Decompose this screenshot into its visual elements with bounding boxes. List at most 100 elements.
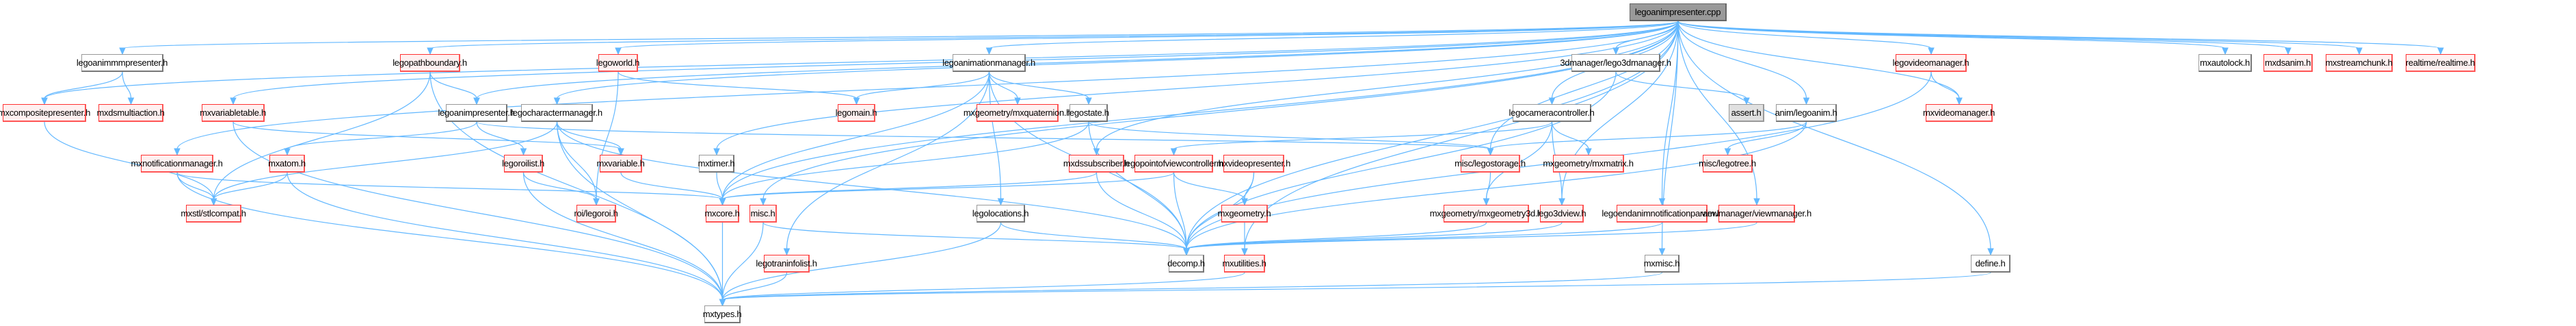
edge-arrowhead [210,198,217,206]
edge-legotraninfolist-to-mxtypes [721,272,788,301]
graph-node-mxtimer[interactable]: mxtimer.h [698,155,735,173]
edge-arrowhead [2222,47,2229,55]
edge-legolocations-to-decomp [1000,222,1187,250]
graph-node-legoanimpresenter-h[interactable]: legoanimpresenter.h [438,104,515,122]
edge-arrowhead [719,299,726,307]
edge-arrowhead [1956,97,1963,105]
graph-node-mxvideomanager[interactable]: mxvideomanager.h [1923,104,1995,122]
edge-legoanimationmanager-to-legotraninfolist [786,71,990,250]
graph-node-mxautolock[interactable]: mxautolock.h [2199,54,2252,72]
graph-node-legocharactermanager[interactable]: legocharactermanager.h [511,104,602,122]
graph-node-mxquaternion[interactable]: mxgeometry/mxquaternion.h [964,104,1071,122]
edge-arrowhead [1928,47,1935,55]
graph-node-legoroi[interactable]: roi/legoroi.h [574,205,618,223]
edge-legoroilist-to-mxtypes [522,172,723,301]
graph-node-legocameracontroller[interactable]: legocameracontroller.h [1509,104,1595,122]
edge-legovideomanager-to-mxvideomanager [1930,71,1960,99]
graph-node-mxutilities[interactable]: mxutilities.h [1223,255,1266,273]
edge-arrowhead [553,97,561,105]
edge-arrowhead [1170,148,1178,156]
edge-mxvariabletable-to-mxvariable [233,121,622,150]
graph-node-decomp[interactable]: decomp.h [1167,255,1205,273]
graph-node-mxcompositepresenter[interactable]: mxcompositepresenter.h [0,104,90,122]
graph-node-legoanimmmpresenter[interactable]: legoanimmmpresenter.h [77,54,168,72]
edge-root-to-mxnotificationmanager [176,21,1679,150]
graph-node-legotree[interactable]: misc/legotree.h [1699,155,1756,173]
edge-legoanimpresenter_h-to-mxatom [287,121,477,150]
edge-legopointofviewcontroller-to-mxcore [721,172,1175,200]
edge-legopointofviewcontroller-to-mxgeometry [1173,172,1245,200]
edge-legoanimationmanager-to-mxcore [721,71,990,200]
graph-node-legomain[interactable]: legomain.h [836,104,877,122]
edge-legoanimationmanager-to-legolocations [988,71,1002,200]
graph-node-stlcompat[interactable]: mxstl/stlcompat.h [181,205,246,223]
edge-arrowhead [427,47,434,55]
edge-arrowhead [284,148,291,156]
graph-node-realtime[interactable]: realtime/realtime.h [2406,54,2475,72]
graph-node-mxvariabletable[interactable]: mxvariabletable.h [200,104,266,122]
graph-node-mxatom[interactable]: mxatom.h [268,155,306,173]
graph-node-legoendanimnotificationparam[interactable]: legoendanimnotificationparam.h [1602,205,1722,223]
edge-arrowhead [2437,47,2444,55]
edge-legocharactermanager-to-decomp [556,121,1187,250]
edge-arrowhead [127,97,135,105]
graph-node-root[interactable]: legoanimpresenter.cpp [1630,3,1727,21]
edge-legoanimationmanager-to-mxquaternion [988,71,1018,99]
edge-root-to-viewmanager [1677,21,1757,200]
graph-node-legoworld[interactable]: legoworld.h [596,54,639,72]
edge-root-to-mxcompositepresenter [44,21,1679,99]
graph-node-mxmisc[interactable]: mxmisc.h [1644,255,1680,273]
edge-legoworld-to-legomain [618,71,858,99]
edge-arrowhead [1487,148,1494,156]
graph-node-mxgeometry3d[interactable]: mxgeometry/mxgeometry3d.h [1430,205,1543,223]
graph-node-legopathboundary[interactable]: legopathboundary.h [393,54,467,72]
graph-node-mxvariable[interactable]: mxvariable.h [596,155,645,173]
edge-legocharactermanager-to-mxvariable [556,121,622,150]
graph-node-legoanimationmanager[interactable]: legoanimationmanager.h [942,54,1035,72]
graph-node-mxvideopresenter[interactable]: mxvideopresenter.h [1217,155,1290,173]
edge-root-to-legoanimmmpresenter [122,21,1679,49]
graph-node-mxdssubscriber[interactable]: mxdssubscriber.h [1063,155,1129,173]
edge-arrowhead [230,97,237,105]
graph-node-misc[interactable]: misc.h [749,205,777,223]
graph-node-mxdsanim[interactable]: mxdsanim.h [2263,54,2313,72]
edge-misc-to-mxtypes [721,222,764,301]
edge-legoanimpresenter_h-to-legostorage [476,121,1491,150]
edge-arrowhead [119,47,126,55]
graph-node-mxnotificationmanager[interactable]: mxnotificationmanager.h [131,155,223,173]
graph-node-lego3dmanager[interactable]: 3dmanager/lego3dmanager.h [1560,54,1671,72]
edge-arrowhead [41,97,48,105]
graph-node-legolocations[interactable]: legolocations.h [972,205,1028,223]
graph-node-viewmanager[interactable]: viewmanager/viewmanager.h [1701,205,1811,223]
edge-define-to-mxtypes [721,272,1991,301]
edge-arrowhead [1585,148,1592,156]
edge-arrowhead [2285,47,2292,55]
graph-node-mxcore[interactable]: mxcore.h [704,205,740,223]
graph-node-legoroilist[interactable]: legoroilist.h [502,155,544,173]
graph-node-mxstreamchunk[interactable]: mxstreamchunk.h [2325,54,2393,72]
graph-node-lego3dview[interactable]: lego3dview.h [1537,205,1586,223]
edge-arrowhead [853,97,860,105]
edge-legopointofviewcontroller-to-decomp [1173,172,1187,250]
graph-node-legovideomanager[interactable]: legovideomanager.h [1893,54,1969,72]
edge-arrowhead [1612,47,1619,55]
graph-node-legotraninfolist[interactable]: legotraninfolist.h [756,255,817,273]
edge-root-to-mxvideomanager [1677,21,1960,99]
graph-node-assert[interactable]: assert.h [1729,104,1764,122]
edge-mxtimer-to-mxcore [716,172,723,200]
graph-node-mxgeometry[interactable]: mxgeometry.h [1218,205,1271,223]
graph-node-legopointofviewcontroller[interactable]: legopointofviewcontroller.h [1124,155,1223,173]
graph-node-legostorage[interactable]: misc/legostorage.h [1455,155,1526,173]
edge-lego3dmanager-to-decomp [1186,71,1617,250]
graph-node-mxtypes[interactable]: mxtypes.h [703,305,742,323]
edge-mxnotificationmanager-to-mxcore [176,172,723,200]
graph-node-legostate[interactable]: legostate.h [1067,104,1109,122]
edge-mxnotificationmanager-to-mxtypes [176,172,723,301]
graph-node-mxmatrix[interactable]: mxgeometry/mxmatrix.h [1543,155,1634,173]
graph-node-mxdsmultiaction[interactable]: mxdsmultiaction.h [97,104,165,122]
graph-node-define[interactable]: define.h [1971,255,2010,273]
edge-mxdssubscriber-to-decomp [1096,172,1187,250]
graph-node-legoanim[interactable]: anim/legoanim.h [1775,104,1837,122]
edge-root-to-mxtimer [716,21,1679,150]
